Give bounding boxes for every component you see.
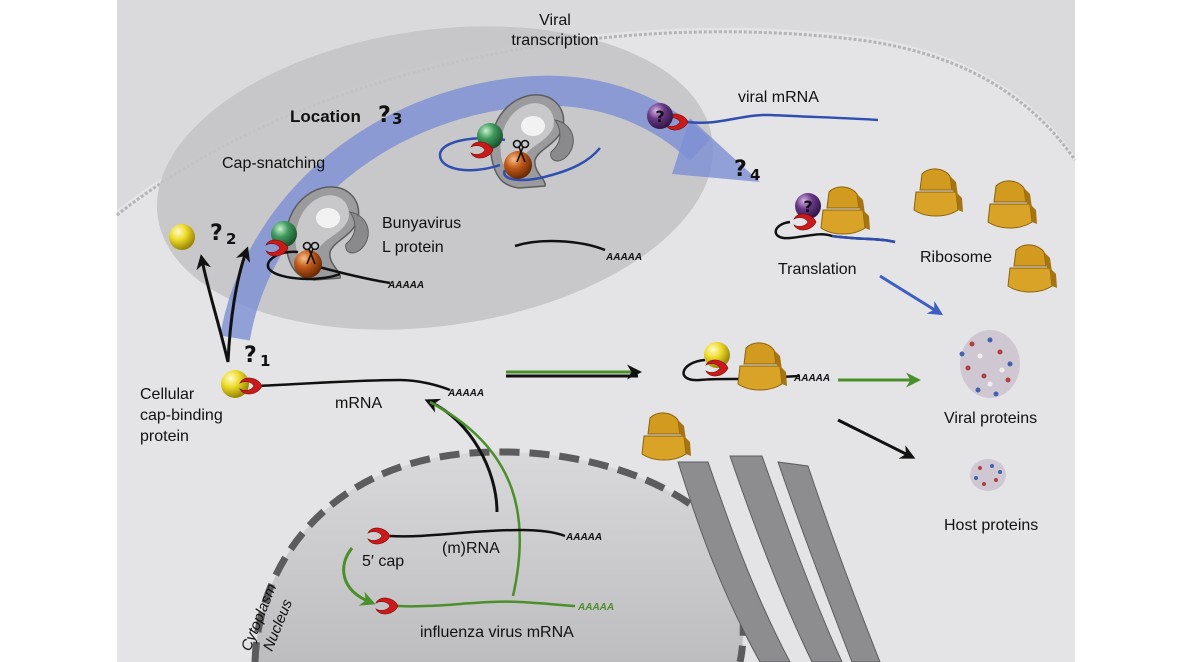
polya-free-rna: AAAAA (605, 252, 642, 263)
label-cellular-3: protein (140, 428, 189, 445)
polya-nuclear: AAAAA (565, 532, 602, 543)
purple-protein (647, 103, 673, 129)
nuclear-m-rna (389, 528, 566, 538)
question-mark-1: ? (244, 343, 257, 368)
arrow-translation-to-proteins (879, 274, 944, 316)
viral-pathway-arrow (220, 75, 711, 341)
label-viral-proteins: Viral proteins (944, 410, 1037, 427)
label-5-cap: 5′ cap (362, 553, 404, 570)
polya-influenza: AAAAA (577, 602, 614, 613)
green-export-curve (429, 400, 522, 597)
endoplasmic-reticulum (677, 455, 881, 662)
label-influenza-mrna: influenza virus mRNA (420, 624, 574, 641)
free-rna (514, 239, 606, 252)
label-viral-1: Viral (539, 12, 571, 29)
question-mark-purple: ? (655, 107, 664, 126)
label-mrna: mRNA (335, 395, 382, 412)
viral-pathway-arrowhead (672, 118, 760, 182)
polya-cap-snatch: AAAAA (387, 280, 424, 291)
arrow-to-cap-snatch (226, 246, 251, 363)
translation-rna-blue (831, 234, 896, 244)
orange-endonuclease-2 (294, 250, 322, 278)
viral-mrna-strand (687, 113, 879, 124)
label-viral-mrna: viral mRNA (738, 89, 819, 106)
label-location: Location (290, 107, 361, 126)
label-sub-1: 1 (260, 352, 270, 370)
released-cap-binding-protein (169, 224, 195, 250)
label-cellular-2: cap-binding (140, 407, 223, 424)
viral-proteins-structure (959, 330, 1020, 398)
cellular-cap-binding-protein (221, 370, 249, 398)
label-viral-2: transcription (511, 32, 598, 49)
arrow-cap-transfer (342, 547, 376, 606)
label-bunyavirus-1: Bunyavirus (382, 215, 461, 232)
label-translation: Translation (778, 261, 857, 278)
arrow-release (196, 254, 230, 363)
purple-protein-2 (795, 193, 821, 219)
cellular-mrna-strand (257, 378, 451, 392)
question-mark-2: ? (210, 221, 223, 246)
question-mark-4: ? (734, 157, 747, 182)
orange-endonuclease (504, 151, 532, 179)
label-sub-3: 3 (392, 110, 402, 128)
label-ribosome: Ribosome (920, 249, 992, 266)
polya-host-translation: AAAAA (793, 373, 830, 384)
viral-rna-strand (502, 147, 601, 182)
label-sub-2: 2 (226, 230, 236, 248)
label-sub-4: 4 (750, 166, 760, 184)
arrow-to-host-proteins (837, 418, 916, 459)
label-cap-snatching: Cap-snatching (222, 155, 325, 172)
question-mark-3: ? (378, 103, 391, 128)
label-host-proteins: Host proteins (944, 517, 1038, 534)
question-mark-purple-2: ? (803, 197, 812, 216)
label-cellular-1: Cellular (140, 386, 195, 403)
polya-cellular: AAAAA (447, 388, 484, 399)
label-m-rna: (m)RNA (442, 540, 500, 557)
host-proteins-structure (970, 459, 1006, 491)
organelle-membrane (116, 30, 1077, 217)
influenza-mrna-strand (397, 600, 576, 608)
label-bunyavirus-2: L protein (382, 239, 444, 256)
